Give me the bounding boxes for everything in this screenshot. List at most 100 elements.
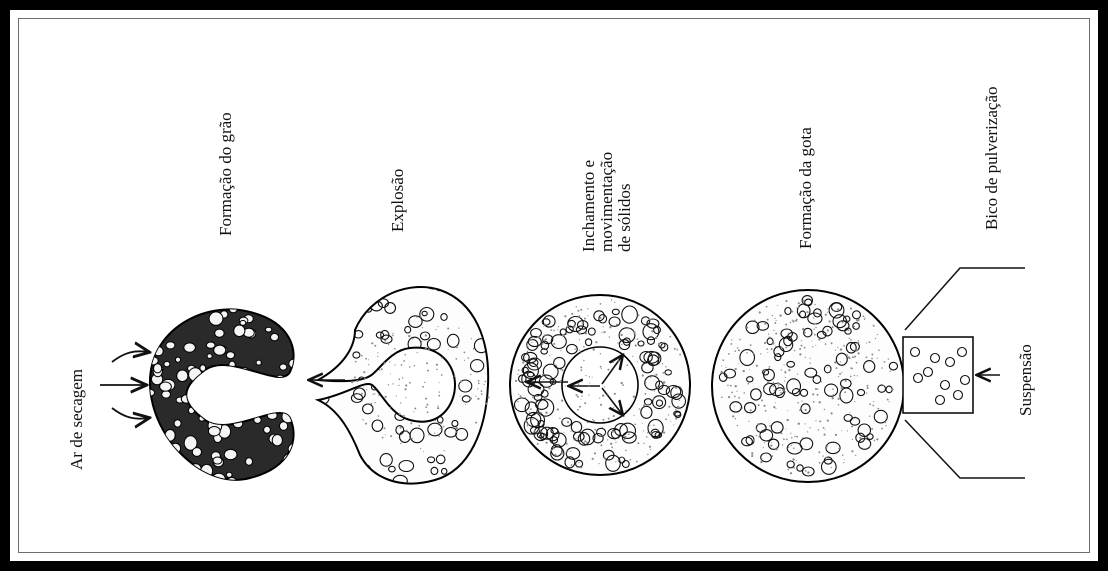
speckle [576,394,578,396]
speckle [584,443,585,444]
speckle [784,391,786,393]
speckle [595,341,597,343]
speckle [746,352,748,354]
speckle [435,420,437,422]
speckle [600,303,602,305]
speckle [847,320,849,322]
speckle [802,300,804,302]
speckle [481,390,483,392]
speckle [562,334,564,336]
speckle [782,389,784,391]
bubble [360,473,369,481]
bubble [281,405,287,410]
speckle [363,371,365,373]
speckle [805,470,807,472]
speckle [400,443,401,444]
bubble [393,388,405,397]
speckle [381,368,383,370]
speckle [578,315,580,317]
speckle [622,384,624,386]
speckle [647,454,648,455]
bubble [219,378,232,391]
speckle [542,432,543,433]
speckle [734,406,735,407]
speckle [661,382,662,383]
speckle [570,431,571,432]
label-explosion: Explosão [389,169,407,232]
speckle [641,319,642,320]
speckle [588,394,589,395]
bubble [280,422,288,431]
speckle [594,429,596,431]
speckle [398,385,399,386]
bubble [483,318,489,323]
speckle [850,376,852,378]
speckle [815,345,816,346]
speckle [814,323,816,325]
speckle [777,305,778,306]
speckle [592,419,593,420]
speckle [527,423,529,425]
speckle [798,302,800,304]
speckle [860,438,862,440]
bubble [458,472,467,481]
speckle [617,360,618,361]
speckle [843,462,844,463]
speckle [775,346,776,347]
bubble [335,281,347,295]
speckle [555,365,556,366]
speckle [560,369,561,370]
speckle [819,420,821,422]
speckle [784,381,785,382]
speckle [619,361,620,362]
label-swelling-line2: movimentação [598,152,616,252]
speckle [650,449,651,450]
speckle [668,414,669,415]
speckle [858,340,859,341]
speckle [673,424,674,425]
speckle [675,387,677,389]
speckle [662,342,664,344]
speckle [365,358,367,360]
speckle [775,402,776,403]
speckle [425,348,427,350]
drying-air-arrows [100,351,148,418]
speckle [647,432,649,434]
speckle [470,397,472,399]
speckle [845,380,847,382]
speckle [846,354,848,356]
speckle [390,435,392,437]
speckle [420,316,422,318]
speckle [848,330,850,332]
speckle [601,332,602,333]
speckle [796,460,797,461]
speckle [866,392,867,393]
speckle [776,448,778,450]
speckle [405,397,406,398]
speckle [732,415,734,417]
speckle [827,312,828,313]
speckle [532,418,533,419]
speckle [768,334,769,335]
speckle [440,428,441,429]
speckle [788,333,790,335]
speckle [614,302,615,303]
speckle [854,375,856,377]
speckle [424,382,425,383]
speckle [607,369,609,371]
speckle [544,324,546,326]
speckle [736,391,737,392]
speckle [553,448,555,450]
bubble [230,404,236,410]
speckle [872,405,874,407]
bubble [192,448,201,457]
speckle [850,307,852,309]
speckle [892,389,894,391]
speckle [388,344,389,345]
speckle [579,333,581,335]
speckle [525,397,526,398]
speckle [539,429,541,431]
speckle [400,402,401,403]
speckle [384,427,386,429]
speckle [829,320,831,322]
